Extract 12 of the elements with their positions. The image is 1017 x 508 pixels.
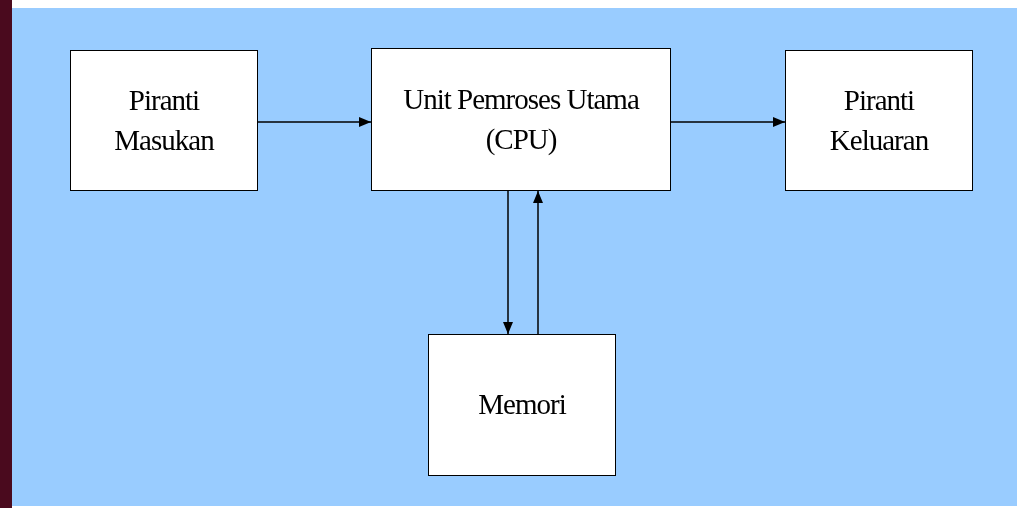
process-box	[785, 50, 973, 191]
process-box	[428, 334, 616, 476]
box-label: Piranti Keluaran	[828, 83, 930, 158]
arrow	[670, 117, 786, 127]
process-box	[371, 48, 671, 191]
box-label: Piranti Masukan	[113, 83, 216, 158]
box-label: Unit Pemroses Utama (CPU)	[402, 82, 641, 157]
arrow	[257, 117, 372, 127]
process-box	[70, 50, 258, 191]
box-label: Memori	[478, 387, 566, 423]
arrow	[503, 190, 513, 335]
arrow	[533, 190, 543, 335]
